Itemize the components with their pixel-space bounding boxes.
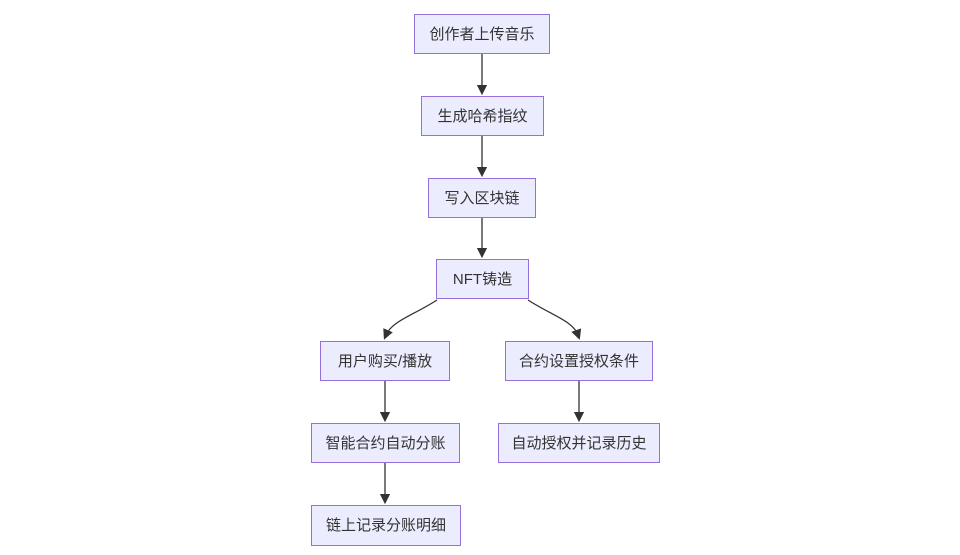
node-user-purchase-play-label: 用户购买/播放 (337, 352, 433, 370)
node-smart-contract-split: 智能合约自动分账 (311, 423, 460, 463)
edge-nft-purchase (383, 299, 438, 340)
node-contract-license-terms: 合约设置授权条件 (505, 341, 653, 381)
node-generate-hash-label: 生成哈希指纹 (437, 107, 528, 125)
node-nft-mint-label: NFT铸造 (452, 270, 513, 288)
node-upload-music-label: 创作者上传音乐 (429, 25, 535, 43)
node-auto-license-history-label: 自动授权并记录历史 (511, 434, 647, 452)
node-write-blockchain: 写入区块链 (428, 178, 536, 218)
node-generate-hash: 生成哈希指纹 (421, 96, 544, 136)
node-onchain-split-record-label: 链上记录分账明细 (325, 517, 446, 534)
node-smart-contract-split-label: 智能合约自动分账 (325, 434, 446, 452)
node-contract-license-terms-label: 合约设置授权条件 (518, 352, 639, 370)
node-onchain-split-record: 链上记录分账明细 (311, 505, 461, 546)
node-write-blockchain-label: 写入区块链 (444, 189, 520, 207)
node-upload-music: 创作者上传音乐 (414, 14, 550, 54)
node-auto-license-history: 自动授权并记录历史 (498, 423, 660, 463)
node-nft-mint: NFT铸造 (436, 259, 529, 299)
edge-nft-license (527, 299, 582, 340)
node-user-purchase-play: 用户购买/播放 (320, 341, 450, 381)
